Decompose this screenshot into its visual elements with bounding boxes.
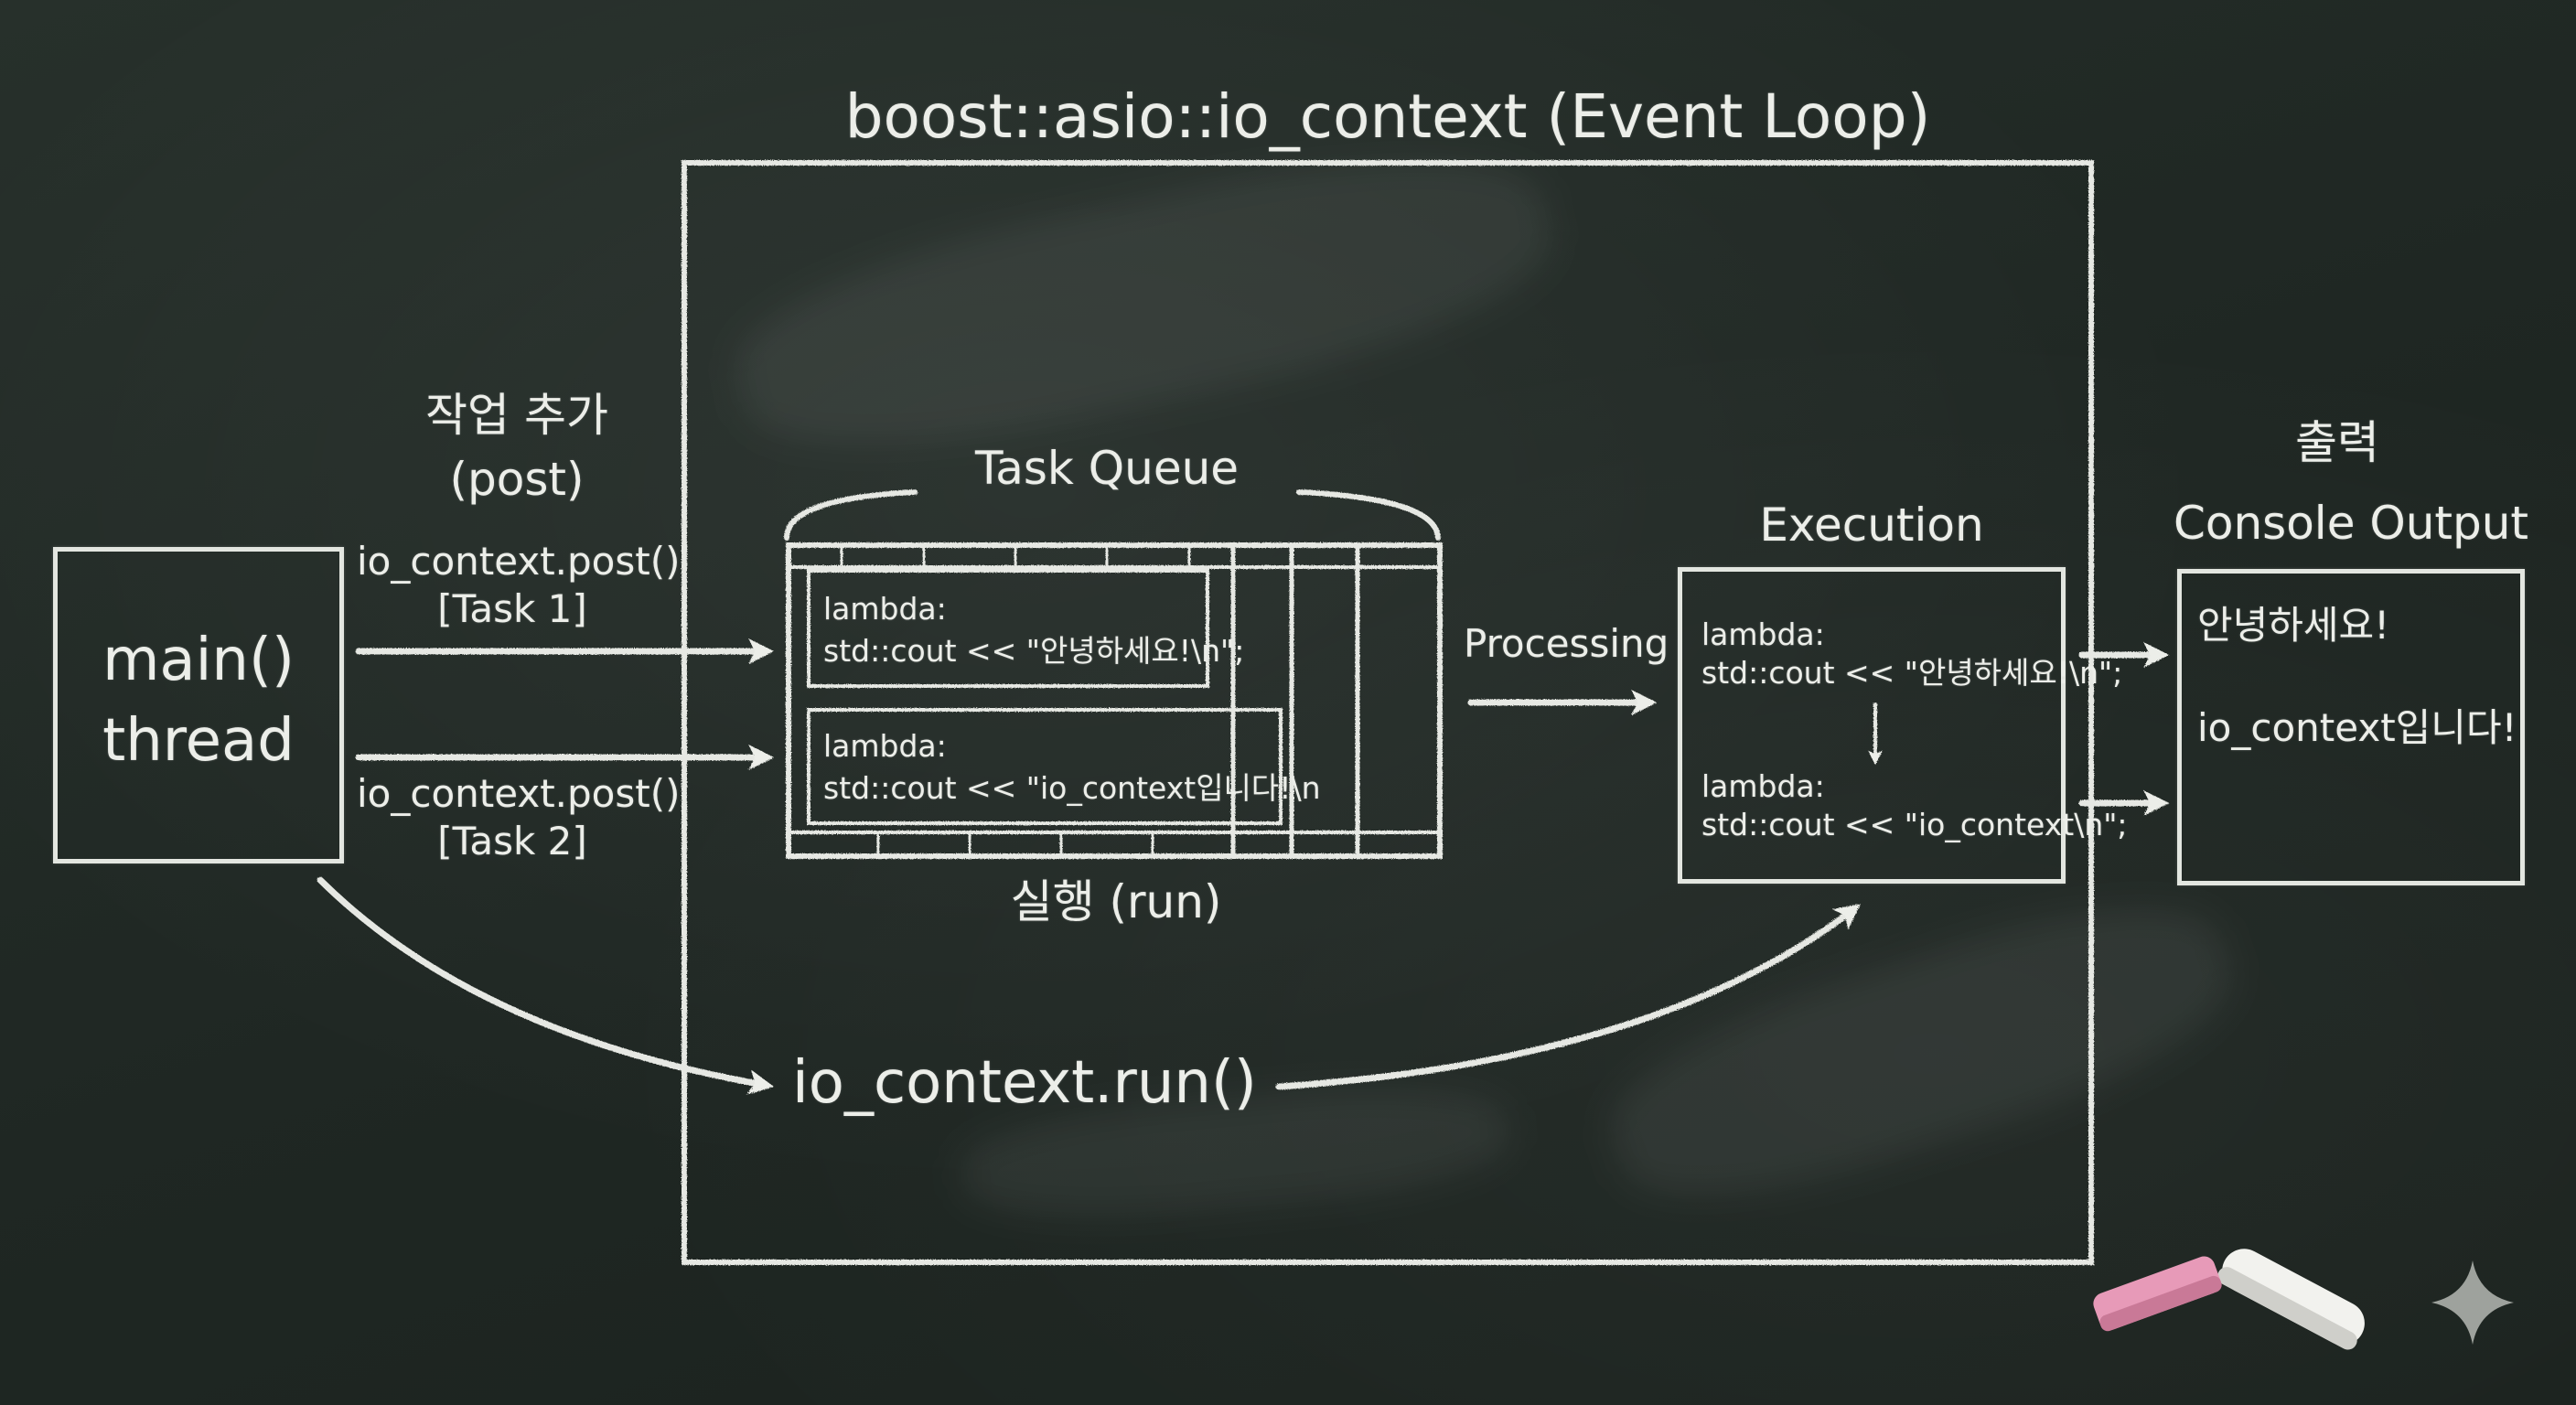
console-output-box bbox=[2177, 569, 2525, 885]
task-queue-bracket bbox=[784, 489, 1441, 541]
queue-item-2-line-2: std::cout << "io_context입니다!\n bbox=[823, 770, 1321, 806]
execution-step-1-line-2: std::cout << "안녕하세요!\n"; bbox=[1701, 655, 2123, 691]
task-queue-title: Task Queue bbox=[974, 442, 1240, 495]
post-heading-en: (post) bbox=[449, 453, 585, 506]
main-thread-box bbox=[53, 547, 344, 863]
processing-label: Processing bbox=[1464, 621, 1669, 666]
execution-arrow bbox=[1275, 904, 1861, 1090]
queue-item-2-line-1: lambda: bbox=[823, 728, 947, 764]
task1-post-call: io_context.post() bbox=[357, 539, 681, 584]
execution-step-2-line-2: std::cout << "io_context\n"; bbox=[1701, 807, 2128, 842]
main-thread-label-2: thread bbox=[102, 707, 295, 775]
execution-title: Execution bbox=[1759, 499, 1984, 552]
task2-label: [Task 2] bbox=[437, 819, 587, 863]
output-title-en: Console Output bbox=[2173, 497, 2529, 550]
output-line-2: io_context입니다! bbox=[2197, 705, 2517, 750]
run-arrow bbox=[317, 876, 775, 1095]
queue-item-1-box bbox=[807, 569, 1209, 688]
execution-box bbox=[1678, 567, 2066, 884]
main-thread-label-1: main() bbox=[102, 627, 295, 694]
run-label: 실행 (run) bbox=[1010, 875, 1222, 928]
queue-item-1-line-1: lambda: bbox=[823, 591, 947, 627]
task1-label: [Task 1] bbox=[437, 586, 587, 631]
event-loop-frame bbox=[682, 160, 2094, 1265]
sparkle-icon bbox=[2431, 1260, 2514, 1345]
diagram-title: boost::asio::io_context (Event Loop) bbox=[844, 81, 1931, 152]
run-call-label: io_context.run() bbox=[792, 1049, 1257, 1117]
post-heading-ko: 작업 추가 bbox=[425, 389, 608, 442]
queue-item-1-line-2: std::cout << "안녕하세요!\n"; bbox=[823, 633, 1245, 669]
task-queue-box bbox=[786, 542, 1443, 859]
execution-step-1-line-1: lambda: bbox=[1701, 617, 1825, 652]
task2-post-call: io_context.post() bbox=[357, 771, 681, 816]
output-title-ko: 출력 bbox=[2295, 416, 2379, 469]
queue-item-2-box bbox=[807, 708, 1283, 825]
execution-step-2-line-1: lambda: bbox=[1701, 768, 1825, 804]
chalk-pieces bbox=[2093, 1249, 2365, 1350]
output-line-1: 안녕하세요! bbox=[2197, 603, 2390, 648]
